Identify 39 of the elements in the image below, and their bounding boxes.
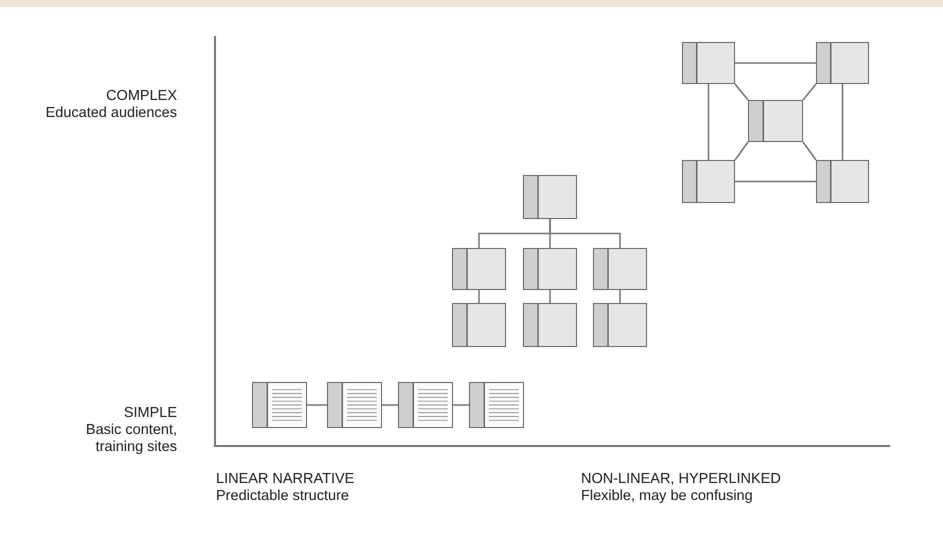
page-icon (593, 303, 647, 347)
connector-line (382, 404, 398, 406)
page-icon (252, 382, 307, 428)
connector-line (307, 404, 327, 406)
connector-line (735, 180, 816, 182)
connector-line (549, 290, 551, 303)
axis-note: Predictable structure (216, 488, 350, 505)
page-icon (593, 248, 647, 290)
page-icon (452, 248, 506, 290)
page-icon (469, 382, 524, 428)
page-icon (398, 382, 453, 428)
page-icon (748, 100, 803, 142)
axis-note: Basic content, training sites (84, 422, 177, 456)
page-icon (523, 303, 577, 347)
page-icon (816, 160, 869, 203)
connector-line (802, 142, 817, 160)
page-icon (682, 160, 735, 203)
axis-label: SIMPLE (122, 405, 177, 422)
page-icon (682, 42, 735, 84)
connector-line (453, 404, 469, 406)
connector-line (708, 84, 710, 160)
page-icon (327, 382, 382, 428)
connector-line (802, 84, 817, 100)
connector-line (478, 290, 480, 303)
axis-note: Flexible, may be confusing (581, 488, 754, 505)
connector-line (549, 219, 621, 248)
axis-label: LINEAR NARRATIVE (216, 471, 356, 488)
axis-label: NON-LINEAR, HYPERLINKED (581, 471, 782, 488)
page-icon (816, 42, 869, 84)
page-icon (523, 175, 577, 219)
axis-label: COMPLEX (105, 88, 177, 105)
connector-line (734, 84, 749, 100)
connector-line (842, 84, 844, 160)
page-icon (523, 248, 577, 290)
page-icon (452, 303, 506, 347)
connector-line (619, 290, 621, 303)
connector-line (734, 142, 749, 160)
axis-note: Educated audiences (44, 105, 177, 122)
connector-line (735, 62, 816, 64)
